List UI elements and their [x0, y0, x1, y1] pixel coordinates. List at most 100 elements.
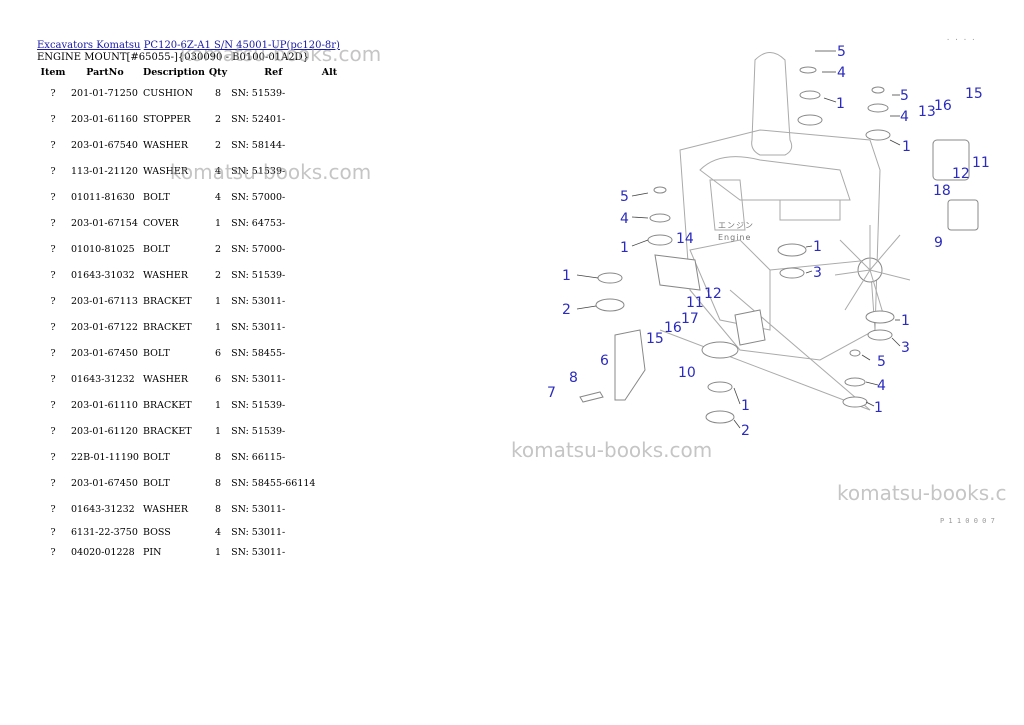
- cell-partno: 01643-31232: [71, 503, 135, 515]
- cell-item: ?: [50, 477, 56, 489]
- cell-alt: [317, 340, 341, 366]
- col-header-qty: Qty: [208, 66, 228, 78]
- cell-item: ?: [50, 217, 56, 229]
- cell-alt: [317, 184, 341, 210]
- cell-description: BRACKET: [142, 321, 192, 333]
- callout-12: 12: [952, 166, 970, 182]
- cell-description: WASHER: [142, 503, 189, 515]
- cell-item: ?: [50, 87, 56, 99]
- cell-partno: 203-01-67450: [71, 477, 138, 489]
- breadcrumb: Excavators Komatsu PC120-6Z-A1 S/N 45001…: [37, 40, 340, 52]
- cell-qty: 1: [214, 321, 222, 333]
- cell-qty: 6: [214, 347, 222, 359]
- cell-qty: 8: [214, 477, 222, 489]
- cell-item: ?: [50, 546, 56, 558]
- cell-partno: 203-01-67122: [71, 321, 138, 333]
- cell-item: ?: [50, 295, 56, 307]
- cell-item: ?: [50, 425, 56, 437]
- fan-drawing: [834, 225, 911, 321]
- table-header-row: Item PartNo Description Qty Ref Alt: [37, 64, 341, 80]
- cell-description: BRACKET: [142, 399, 192, 411]
- cell-item: ?: [50, 269, 56, 281]
- cell-alt: [317, 106, 341, 132]
- cell-ref: SN: 57000-: [231, 243, 286, 255]
- cell-alt: [317, 236, 341, 262]
- cell-description: STOPPER: [142, 113, 191, 125]
- parts-table: Item PartNo Description Qty Ref Alt ?201…: [37, 64, 341, 562]
- cell-qty: 8: [214, 451, 222, 463]
- cell-alt: [317, 366, 341, 392]
- cell-qty: 8: [214, 503, 222, 515]
- cell-ref: SN: 58455-66114: [231, 477, 316, 489]
- cell-item: ?: [50, 451, 56, 463]
- callout-11: 11: [686, 295, 704, 311]
- breadcrumb-link-category[interactable]: Excavators Komatsu: [37, 40, 141, 51]
- cell-item: ?: [50, 243, 56, 255]
- callout-6: 6: [600, 353, 609, 369]
- cell-description: BOLT: [142, 477, 170, 489]
- cell-alt: [317, 444, 341, 470]
- cell-qty: 2: [214, 243, 222, 255]
- callout-15: 15: [965, 86, 983, 102]
- table-row: ? 203-01-67122 BRACKET 1 SN: 53011-: [37, 314, 341, 340]
- cell-partno: 01643-31032: [71, 269, 135, 281]
- callout-9: 9: [934, 235, 943, 251]
- diagram-corner-mark: · · · ·: [946, 36, 976, 44]
- callout-10: 10: [678, 365, 696, 381]
- cell-ref: SN: 51539-: [231, 399, 286, 411]
- callout-5: 5: [620, 189, 629, 205]
- cell-alt: [317, 158, 341, 184]
- cell-ref: SN: 51539-: [231, 87, 286, 99]
- engine-label: Engine: [718, 233, 751, 242]
- cell-description: WASHER: [142, 139, 189, 151]
- cell-alt: [317, 418, 341, 444]
- cell-partno: 22B-01-11190: [71, 451, 139, 463]
- callout-1: 1: [620, 240, 629, 256]
- cell-ref: SN: 53011-: [231, 321, 286, 333]
- cell-ref: SN: 53011-: [231, 373, 286, 385]
- cell-qty: 4: [214, 165, 222, 177]
- cell-partno: 04020-01228: [71, 546, 135, 558]
- cell-description: PIN: [142, 546, 162, 558]
- callout-13: 13: [918, 104, 936, 120]
- cell-alt: [317, 496, 341, 522]
- cell-description: BOLT: [142, 243, 170, 255]
- cell-alt: [317, 132, 341, 158]
- cell-ref: SN: 53011-: [231, 295, 286, 307]
- callout-numbers: 5 4 1 5 13 16 15 4 1 11 12 18 9 5 4 1 14…: [547, 44, 990, 439]
- cell-description: WASHER: [142, 269, 189, 281]
- cell-description: CUSHION: [142, 87, 193, 99]
- callout-16: 16: [934, 98, 952, 114]
- callout-11: 11: [972, 155, 990, 171]
- cell-description: BOSS: [142, 526, 171, 538]
- cell-alt: [317, 522, 341, 542]
- cell-ref: SN: 51539-: [231, 269, 286, 281]
- cell-item: ?: [50, 373, 56, 385]
- diagram-code: P 1 1 0 0 0 7: [940, 517, 995, 525]
- cell-item: ?: [50, 165, 56, 177]
- cell-item: ?: [50, 321, 56, 333]
- callout-1: 1: [874, 400, 883, 416]
- callout-1: 1: [813, 239, 822, 255]
- callout-18: 18: [933, 183, 951, 199]
- cell-item: ?: [50, 113, 56, 125]
- callout-5: 5: [900, 88, 909, 104]
- cell-qty: 6: [214, 373, 222, 385]
- cell-ref: SN: 52401-: [231, 113, 286, 125]
- cell-item: ?: [50, 399, 56, 411]
- cell-ref: SN: 51539-: [231, 165, 286, 177]
- cell-item: ?: [50, 139, 56, 151]
- cell-qty: 1: [214, 546, 222, 558]
- cell-partno: 201-01-71250: [71, 87, 138, 99]
- breadcrumb-link-model[interactable]: PC120-6Z-A1 S/N 45001-UP(pc120-8r): [143, 40, 340, 51]
- cell-ref: SN: 58455-: [231, 347, 286, 359]
- cell-qty: 1: [214, 295, 222, 307]
- cell-partno: 113-01-21120: [71, 165, 138, 177]
